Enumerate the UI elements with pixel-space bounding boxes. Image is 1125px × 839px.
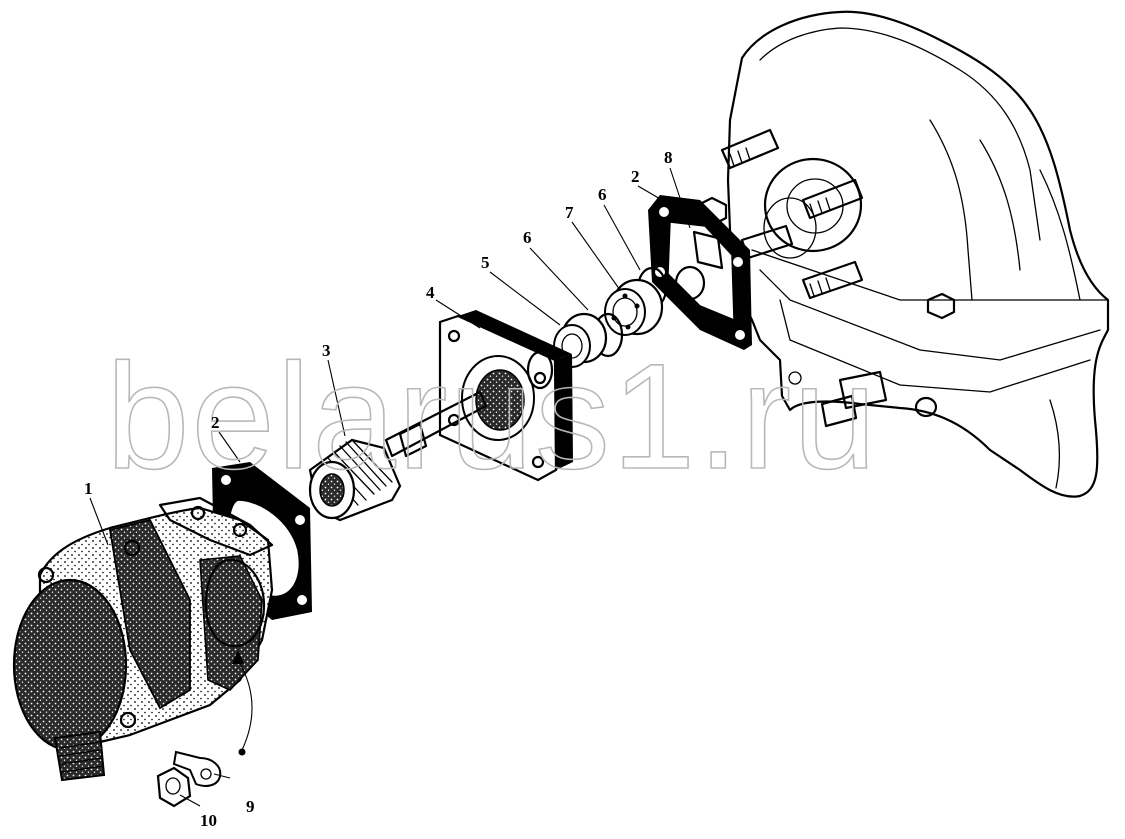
drive-shaft-3 [308, 390, 488, 522]
callout-7: 7 [565, 203, 574, 222]
callout-3: 3 [322, 341, 331, 360]
housing-stud [720, 128, 780, 170]
housing-nut [926, 292, 956, 320]
callout-9: 9 [246, 797, 255, 816]
callout-2-left: 2 [211, 413, 220, 432]
hydraulic-pump-1 [12, 496, 274, 782]
callout-6-lower: 6 [523, 228, 532, 247]
callout-labels: 1 2 3 4 5 6 7 6 2 8 9 10 [84, 148, 673, 830]
gearbox-housing [696, 10, 1110, 498]
callout-1: 1 [84, 479, 93, 498]
flange-4 [438, 310, 573, 482]
housing-stud [801, 260, 864, 300]
leader-lines [89, 167, 691, 807]
shim-8 [674, 230, 724, 301]
callout-10: 10 [200, 811, 217, 830]
callout-8: 8 [664, 148, 673, 167]
callout-5: 5 [481, 253, 490, 272]
callout-6-upper: 6 [598, 185, 607, 204]
ball-bearing-7 [604, 278, 664, 336]
callout-4: 4 [426, 283, 435, 302]
nut-10 [156, 766, 192, 808]
callout-2-right: 2 [631, 167, 640, 186]
housing-stud [801, 178, 864, 220]
watermark: belarus1.ru [106, 332, 878, 500]
